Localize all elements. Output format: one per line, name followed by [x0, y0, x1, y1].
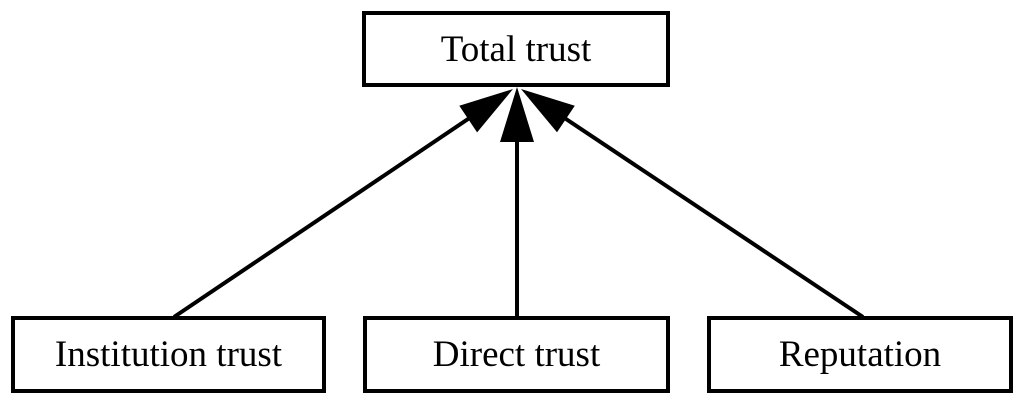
- node-direct-trust-label: Direct trust: [432, 334, 601, 375]
- node-total-trust: Total trust: [362, 11, 670, 87]
- node-reputation-label: Reputation: [778, 334, 942, 375]
- arrow-reputation-to-total: [521, 89, 865, 319]
- node-institution-trust-label: Institution trust: [54, 334, 283, 375]
- arrowhead-icon: [500, 87, 534, 142]
- node-direct-trust: Direct trust: [363, 316, 670, 393]
- node-reputation: Reputation: [707, 316, 1013, 393]
- arrow-institution-to-total: [172, 89, 513, 319]
- arrowhead-icon: [459, 89, 513, 133]
- arrow-direct-to-total: [500, 87, 534, 317]
- arrowhead-icon: [521, 89, 575, 133]
- node-institution-trust: Institution trust: [11, 316, 326, 393]
- node-total-trust-label: Total trust: [440, 28, 592, 70]
